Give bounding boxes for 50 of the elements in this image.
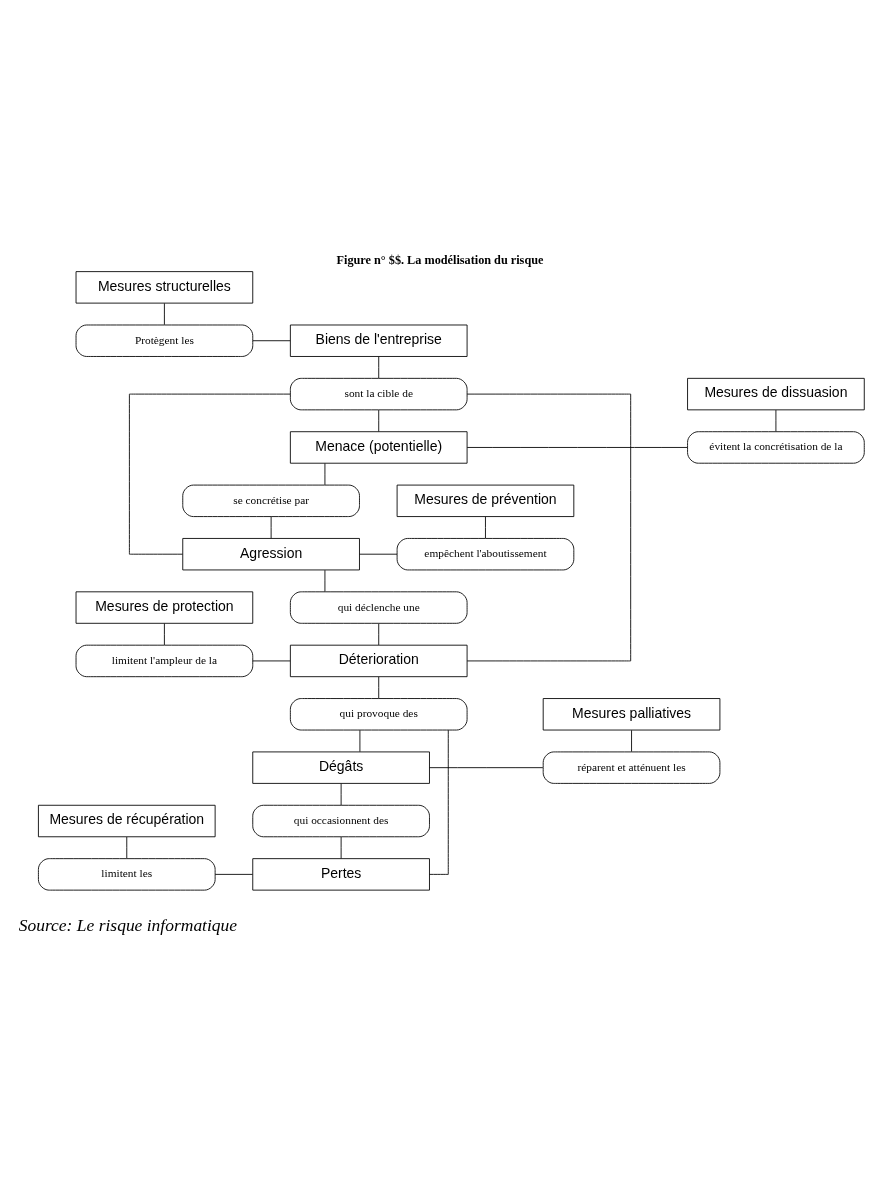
- connector: [429, 729, 449, 875]
- connector: [163, 302, 165, 325]
- connector: [631, 729, 632, 752]
- connector: [429, 766, 544, 768]
- node-box: Mesures de dissuasion: [687, 377, 865, 410]
- node-box: Mesures de récupération: [38, 804, 216, 837]
- connector: [128, 393, 291, 555]
- connector: [378, 676, 380, 699]
- node-box: sont la cible de: [289, 377, 468, 410]
- node-box: réparent et atténuent les: [542, 750, 721, 784]
- connector: [252, 339, 291, 341]
- connector: [378, 409, 380, 432]
- connector: [270, 515, 272, 539]
- node-box: empêchent l'aboutissement: [396, 537, 575, 570]
- connector: [359, 553, 398, 555]
- node-box: Mesures de protection: [75, 590, 254, 624]
- connector: [324, 569, 326, 592]
- node-box: limitent les: [38, 857, 216, 891]
- node-box: Mesures structurelles: [75, 270, 254, 304]
- node-box: Déterioration: [289, 644, 468, 677]
- connector: [378, 622, 380, 645]
- node-box: qui provoque des: [289, 697, 468, 730]
- node-box: qui occasionnent des: [252, 804, 430, 837]
- node-box: évitent la concrétisation de la: [687, 430, 865, 464]
- node-box: Biens de l'entreprise: [289, 324, 468, 357]
- connector: [163, 622, 165, 645]
- connector: [359, 729, 361, 752]
- node-box: Menace (potentielle): [289, 430, 468, 464]
- node-box: Pertes: [252, 857, 430, 891]
- connector: [324, 462, 326, 485]
- connector: [466, 446, 688, 448]
- connector: [466, 393, 632, 661]
- connector: [252, 660, 291, 661]
- node-box: Protègent les: [75, 324, 254, 357]
- caption: Source: Le risque informatique: [18, 914, 238, 935]
- connector: [340, 836, 342, 859]
- node-box: Agression: [182, 537, 360, 570]
- connector: [126, 836, 128, 859]
- connector: [340, 782, 342, 805]
- connector: [775, 409, 777, 432]
- connector: [214, 873, 253, 875]
- node-box: qui déclenche une: [289, 590, 468, 624]
- node-box: Dégâts: [252, 750, 430, 784]
- diagram-title: Figure n° $$. La modélisation du risque: [336, 252, 544, 267]
- node-box: Mesures de prévention: [396, 484, 575, 517]
- connector: [378, 355, 380, 379]
- node-box: Mesures palliatives: [542, 697, 721, 730]
- node-box: se concrétise par: [182, 484, 360, 517]
- node-box: limitent l'ampleur de la: [75, 644, 254, 677]
- connector: [485, 515, 486, 539]
